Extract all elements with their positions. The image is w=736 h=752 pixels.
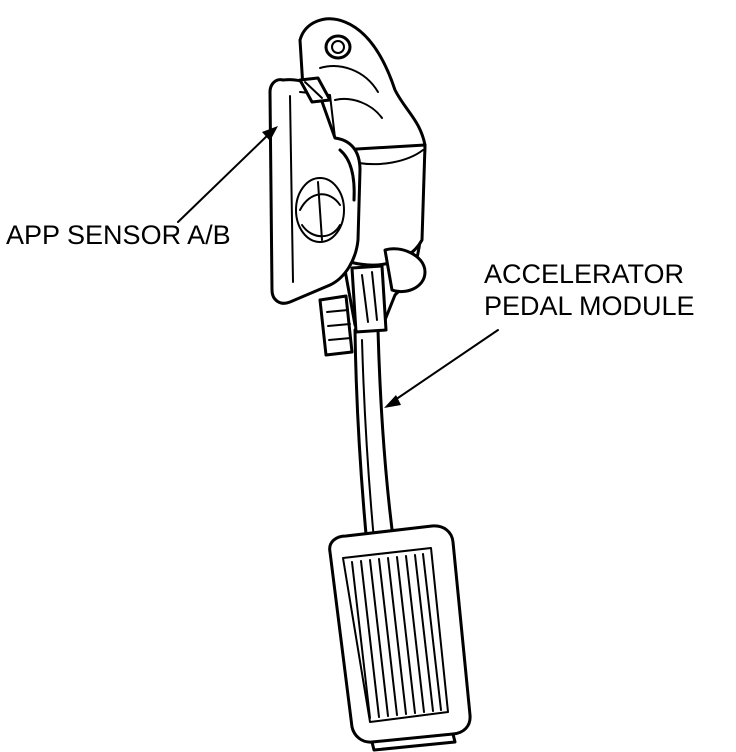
- pedal-arm: [353, 328, 396, 547]
- pedal-module-label-line-2: PEDAL MODULE: [484, 291, 695, 321]
- app-sensor-label: APP SENSOR A/B: [6, 219, 231, 251]
- pedal-module-leader: [384, 329, 499, 408]
- app-sensor-label-text: APP SENSOR A/B: [6, 220, 231, 250]
- connector-housing: [318, 294, 354, 357]
- app-sensor-leader: [177, 126, 278, 223]
- pedal-housing: [298, 17, 427, 334]
- pedal-pad: [328, 524, 472, 752]
- app-sensor: [268, 76, 362, 305]
- pedal-module-label-line-1: ACCELERATOR: [484, 259, 685, 289]
- pedal-module-label: ACCELERATOR PEDAL MODULE: [484, 258, 695, 322]
